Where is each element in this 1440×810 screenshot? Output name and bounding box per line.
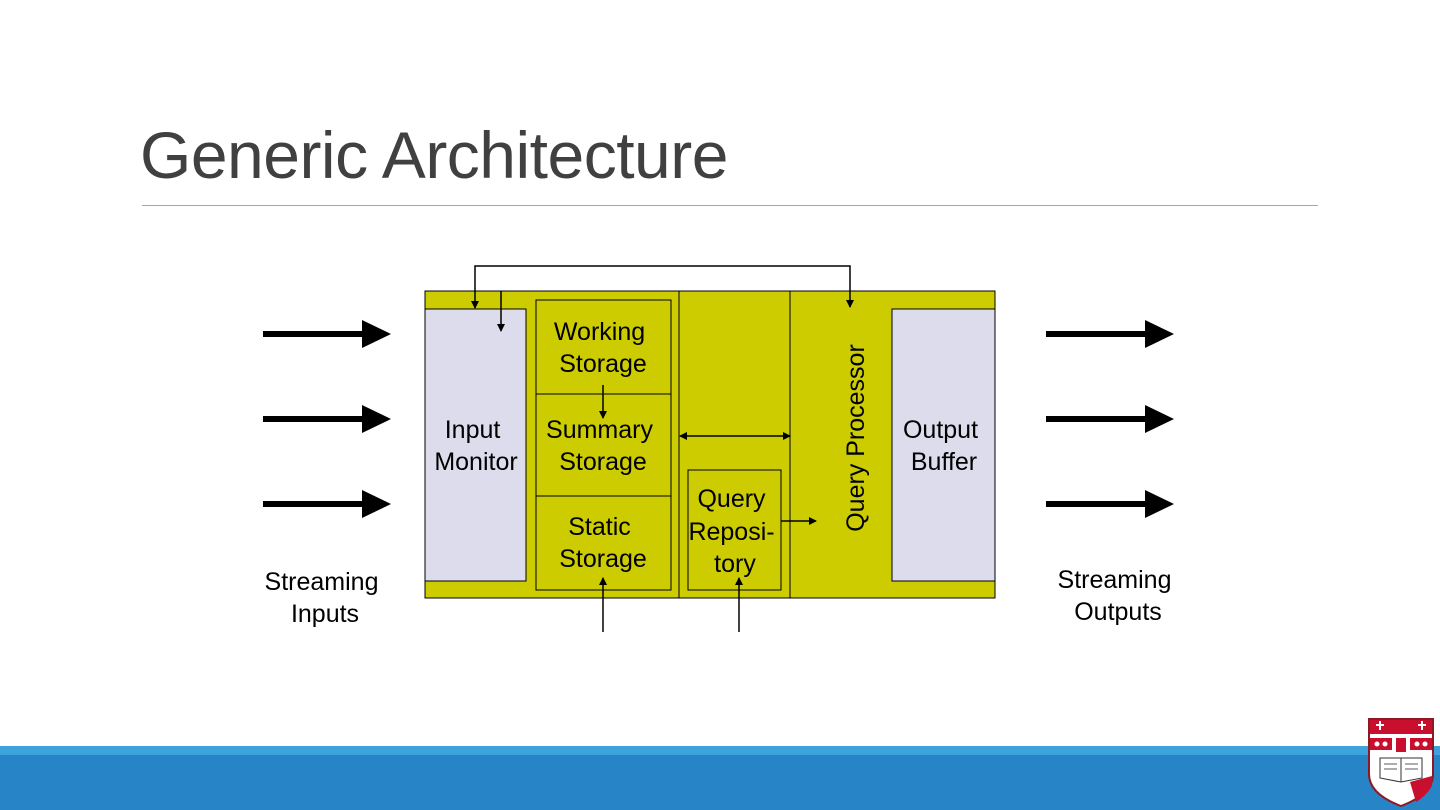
architecture-diagram: Input Monitor Working Storage Summary St…	[263, 265, 1179, 632]
output-buffer-box	[891, 308, 996, 582]
query-repository-box	[687, 469, 782, 591]
working-storage-label: Working Storage	[554, 318, 652, 378]
streaming-output-arrows	[1046, 320, 1174, 518]
summary-storage-label: Summary Storage	[546, 416, 660, 476]
footer-stripe	[0, 746, 1440, 755]
streaming-inputs-label: Streaming Inputs	[265, 568, 386, 628]
output-buffer-label: Output Buffer	[903, 416, 985, 476]
static-storage-label: Static Storage	[559, 513, 647, 573]
input-monitor-label: Input Monitor	[434, 416, 517, 476]
title-divider	[142, 205, 1318, 206]
feedback-loop-connector	[471, 265, 854, 309]
streaming-outputs-label: Streaming Outputs	[1058, 566, 1179, 626]
slide-title: Generic Architecture	[140, 118, 728, 192]
static-storage-box	[535, 495, 672, 591]
footer-band	[0, 746, 1440, 810]
query-processor-label: Query Processor	[842, 344, 870, 532]
university-crest-icon	[1368, 718, 1434, 808]
query-repository-label: Query Reposi- tory	[688, 485, 781, 578]
working-storage-box	[535, 299, 672, 395]
streaming-input-arrows	[263, 320, 391, 518]
input-monitor-box	[424, 308, 527, 582]
